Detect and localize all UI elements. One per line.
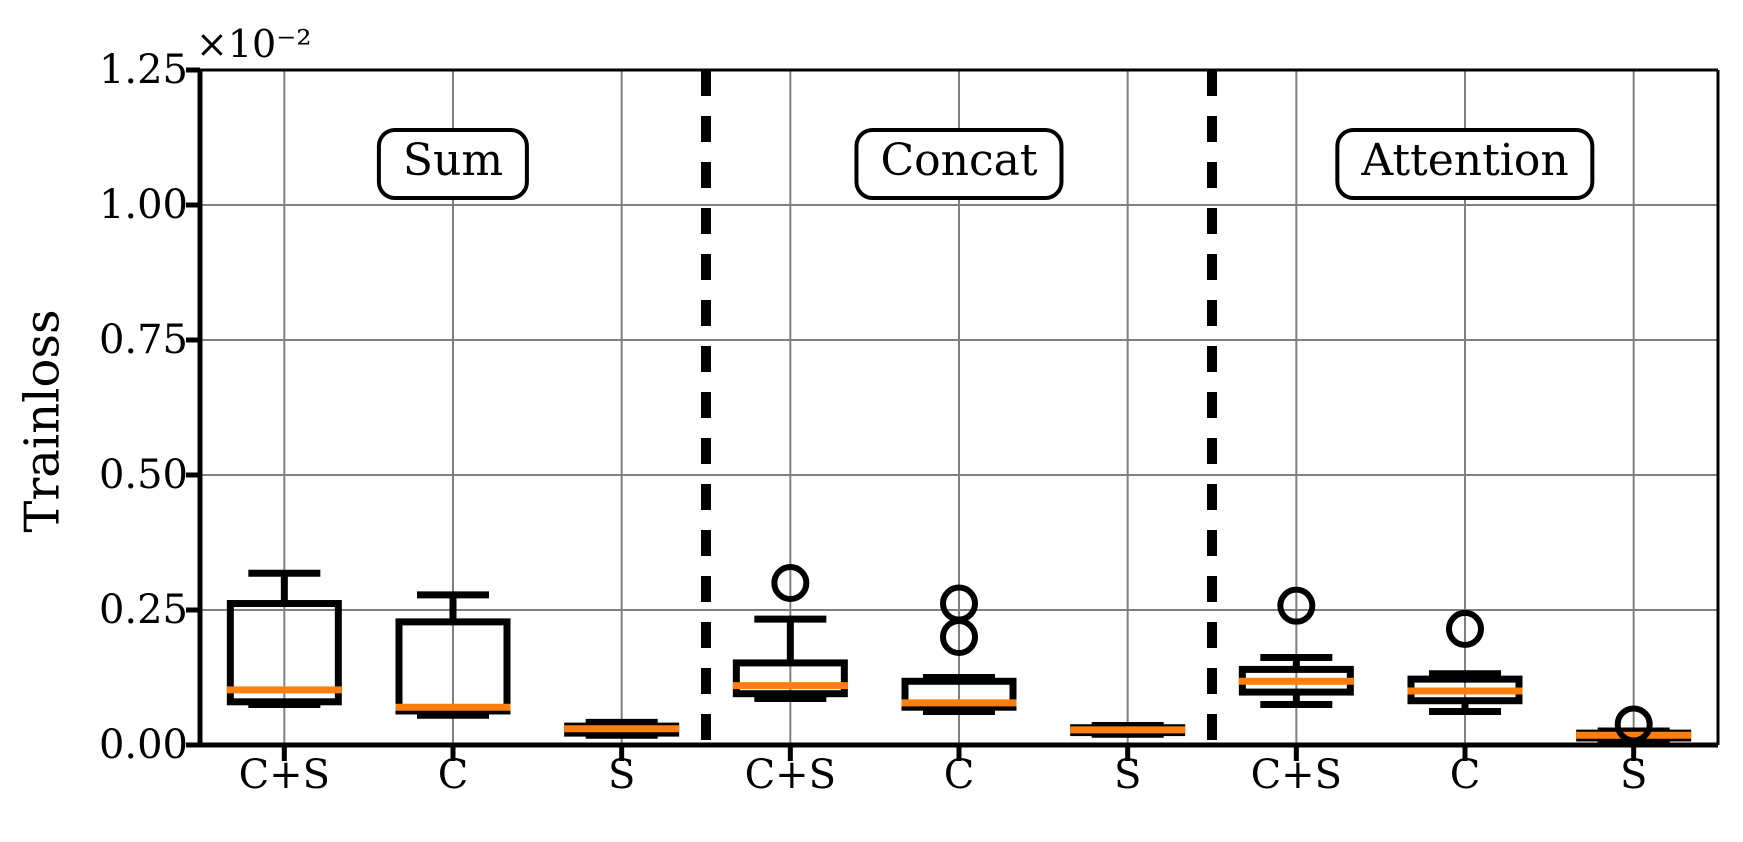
y-tick-label: 1.25 xyxy=(98,47,188,93)
outlier-marker xyxy=(1446,609,1484,648)
x-tick-label: C+S xyxy=(238,752,331,798)
y-tick-label: 0.00 xyxy=(98,722,188,768)
box-iqr xyxy=(732,659,848,698)
outlier-marker xyxy=(940,618,978,656)
x-tick-label: C+S xyxy=(744,752,837,798)
outlier-marker xyxy=(1277,586,1316,625)
y-tick-label: 0.50 xyxy=(98,452,188,498)
y-tick-label: 0.25 xyxy=(98,587,188,633)
outlier-marker xyxy=(1614,705,1653,744)
x-tick-label: C xyxy=(943,752,975,798)
x-tick-label: C xyxy=(437,752,469,798)
box-iqr xyxy=(395,618,511,715)
group-label-concat: Concat xyxy=(854,128,1064,201)
y-tick-label: 1.00 xyxy=(98,182,188,228)
x-tick-label: S xyxy=(1619,752,1648,798)
y-tick-label: 0.75 xyxy=(98,317,188,363)
x-tick-label: C xyxy=(1449,752,1481,798)
y-axis-offset-text: ×10⁻² xyxy=(196,22,312,66)
group-label-sum: Sum xyxy=(376,128,530,201)
y-axis-tick-labels: 0.00 0.25 0.50 0.75 1.00 1.25 xyxy=(0,0,188,842)
outlier-marker xyxy=(771,564,810,602)
x-tick-label: C+S xyxy=(1250,752,1343,798)
box-iqr xyxy=(226,600,342,706)
group-label-attention: Attention xyxy=(1335,128,1595,201)
x-tick-label: S xyxy=(1113,752,1142,798)
x-tick-label: S xyxy=(607,752,636,798)
box-iqr xyxy=(901,677,1017,711)
